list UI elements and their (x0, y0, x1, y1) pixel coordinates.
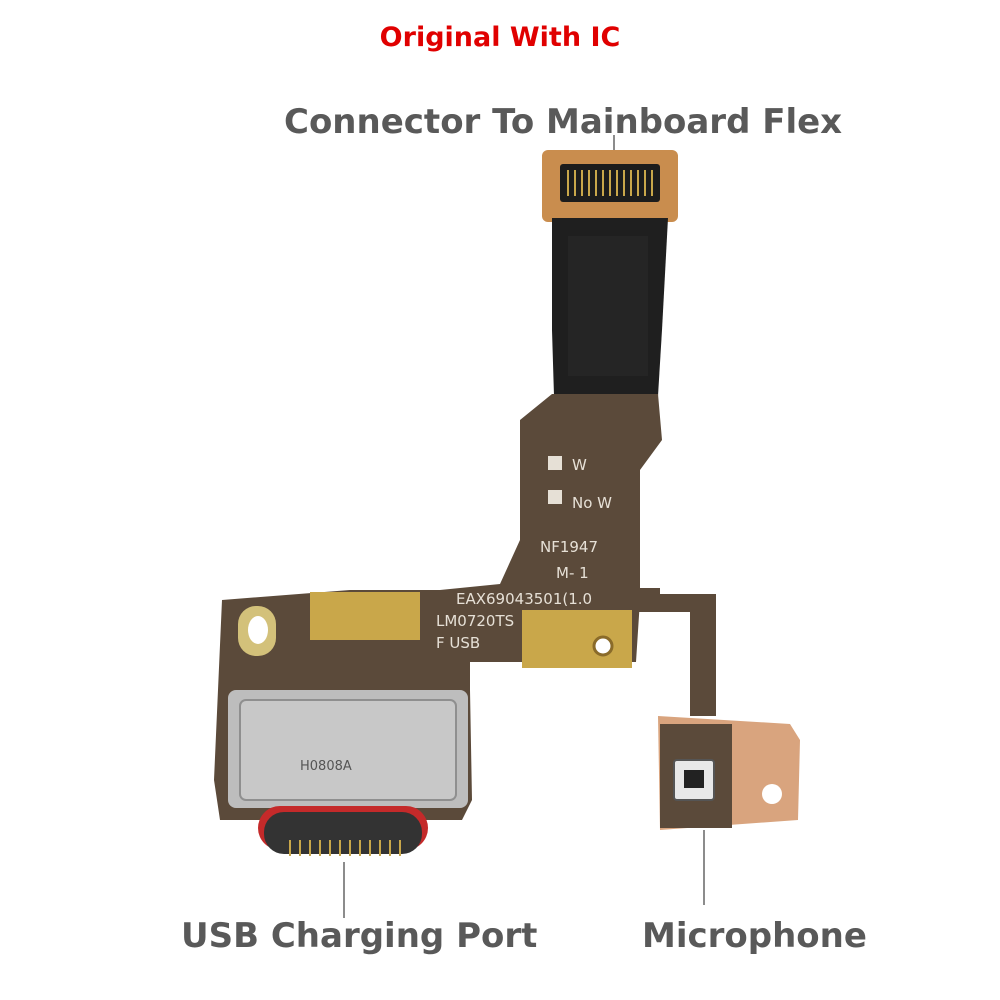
mic-mount-hole-icon (762, 784, 782, 804)
print-m: M- 1 (556, 564, 589, 582)
screw-hole-icon (592, 635, 614, 657)
print-model: LM0720TS (436, 612, 514, 630)
mic-flex-arm (636, 594, 716, 716)
title: Original With IC (379, 22, 621, 53)
print-usb: F USB (436, 634, 480, 652)
print-no-w: No W (572, 494, 612, 512)
gold-pad (310, 592, 420, 640)
port-mark: H0808A (300, 759, 352, 774)
microphone-board (658, 716, 800, 830)
gold-pad (522, 610, 632, 668)
print-w: W (572, 456, 587, 474)
board-connector (542, 150, 678, 222)
microphone-label: Microphone (642, 916, 867, 956)
usb-port-label: USB Charging Port (181, 916, 538, 956)
print-nf: NF1947 (540, 538, 598, 556)
connector-label: Connector To Mainboard Flex (284, 102, 843, 142)
usb-c-port: H0808A (228, 690, 468, 856)
print-part-number: EAX69043501(1.0 (456, 590, 592, 608)
mount-hole-icon (248, 616, 268, 644)
